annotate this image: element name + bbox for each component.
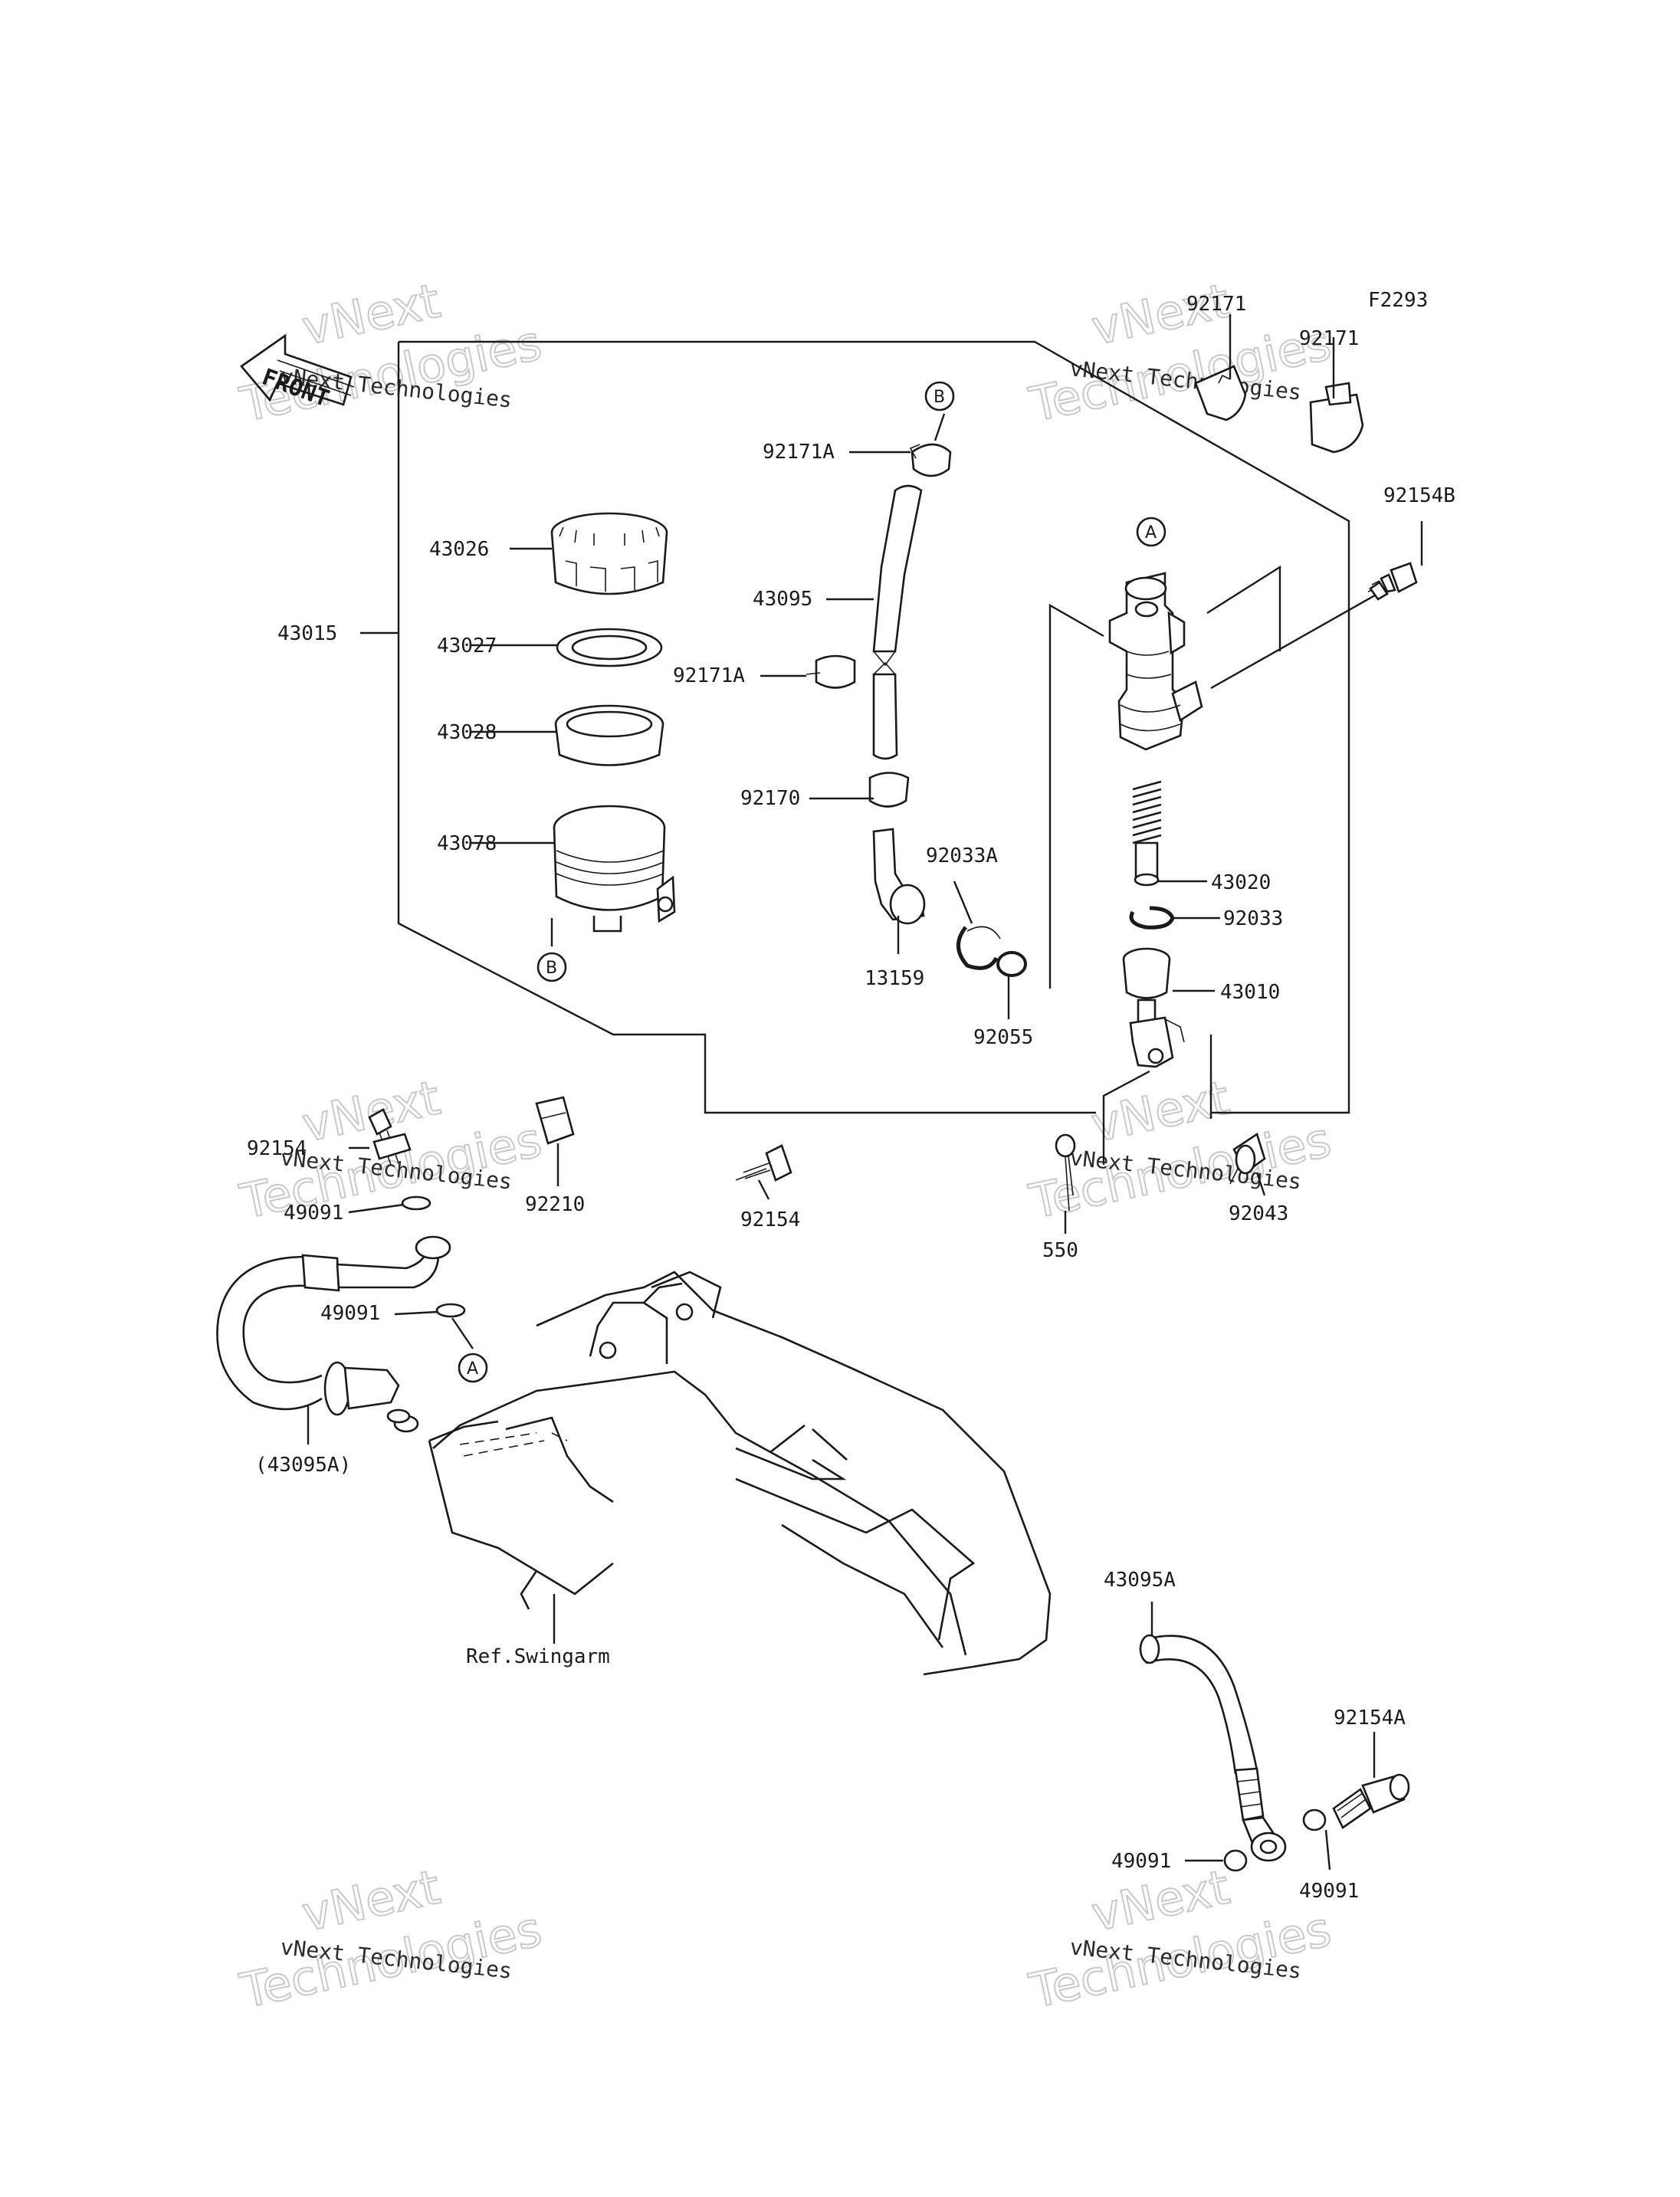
assembly-outline: [360, 340, 1350, 1114]
label-92154: 92154: [740, 1208, 800, 1231]
ref-circle-b-bottom: B: [536, 952, 567, 982]
ref-circle-a-bottom: A: [458, 1353, 488, 1383]
label-92171-b: 92171: [1299, 327, 1359, 350]
label-92154b: 92154B: [1383, 484, 1455, 507]
watermark-bottom-left: vNext Technologies vNext Technologies: [235, 1858, 547, 2020]
hose-clamp-top: [909, 443, 952, 477]
washer-49091-c: [1223, 1849, 1248, 1872]
ref-circle-b-top: B: [924, 381, 955, 412]
banjo-bolt-92154a: [1332, 1773, 1410, 1829]
reservoir-body: [553, 805, 676, 933]
master-cylinder: [1108, 572, 1203, 751]
watermark-top-right: vNext Technologies vNext Technologies: [1024, 272, 1337, 434]
clamp-92210: [535, 1096, 575, 1145]
label-92171a-mid: 92171A: [673, 664, 745, 687]
label-43028: 43028: [437, 721, 497, 744]
label-43020: 43020: [1211, 871, 1271, 894]
ref-circle-a-top: A: [1136, 516, 1166, 547]
label-92043: 92043: [1229, 1202, 1288, 1225]
diagram-code: F2293: [1368, 289, 1428, 312]
o-ring-92055: [996, 951, 1027, 977]
label-43095: 43095: [753, 588, 812, 611]
banjo-bolt-92154b: [1210, 562, 1418, 690]
watermark-top-left: vNext Technologies vNext Technologies: [235, 272, 547, 434]
label-43015: 43015: [277, 622, 337, 645]
diaphragm-plate: [556, 628, 663, 667]
label-92033a: 92033A: [926, 844, 998, 867]
circlip-92033: [1129, 906, 1175, 930]
watermark-bottom-right: vNext Technologies vNext Technologies: [1024, 1858, 1337, 2020]
label-550: 550: [1042, 1239, 1078, 1262]
brake-hose-right: [1139, 1634, 1287, 1862]
leader-lines: [307, 314, 1423, 1871]
cotter-pin: [1055, 1133, 1076, 1212]
label-92210: 92210: [525, 1193, 585, 1216]
label-92154a: 92154A: [1334, 1707, 1406, 1730]
label-92154-hose: 92154: [247, 1137, 307, 1160]
label-43027: 43027: [437, 635, 497, 657]
label-43095a-ref: (43095A): [255, 1454, 351, 1477]
svg-text:B: B: [934, 388, 945, 407]
label-92033: 92033: [1223, 907, 1283, 930]
clamp-92171-b: [1309, 382, 1364, 454]
svg-text:B: B: [546, 959, 557, 978]
breather-hose: [872, 484, 923, 760]
washer-49091-a: [401, 1195, 431, 1211]
banjo-bolt-hose: [368, 1108, 412, 1166]
label-13159: 13159: [865, 967, 924, 990]
master-cylinder-lines: [1048, 565, 1281, 989]
svg-text:A: A: [467, 1359, 478, 1379]
bolt-92154: [735, 1144, 792, 1182]
joint-pin: [1229, 1132, 1266, 1185]
washer-49091-b: [435, 1303, 466, 1318]
label-49091-d: 49091: [1299, 1880, 1359, 1903]
label-49091-a: 49091: [284, 1202, 343, 1225]
hose-clamp-lower: [868, 772, 910, 808]
brake-hose-left: [216, 1235, 451, 1424]
label-ref-swingarm: Ref.Swingarm: [466, 1645, 610, 1668]
svg-text:A: A: [1145, 523, 1157, 543]
label-43010: 43010: [1220, 981, 1280, 1004]
label-43026: 43026: [429, 538, 489, 561]
label-49091-c: 49091: [1111, 1850, 1171, 1873]
label-92170: 92170: [740, 787, 800, 810]
pin-leader: [1102, 1070, 1150, 1165]
washer-49091-d: [1302, 1808, 1327, 1831]
swingarm: [393, 1271, 1052, 1676]
label-43095a: 43095A: [1104, 1569, 1176, 1592]
circlip-92033a: [956, 926, 1001, 970]
diaphragm: [554, 704, 664, 766]
label-92171-a: 92171: [1186, 293, 1246, 316]
label-49091-b: 49091: [320, 1302, 380, 1325]
push-rod: [1122, 947, 1185, 1068]
label-92055: 92055: [973, 1026, 1033, 1049]
reservoir-cap: [550, 512, 668, 595]
hose-clamp-mid: [806, 654, 856, 689]
spring-piston: [1132, 780, 1162, 887]
label-92171a-top: 92171A: [763, 441, 835, 464]
clamp-92171-a: [1194, 365, 1247, 421]
hose-fitting: [872, 828, 926, 925]
label-43078: 43078: [437, 832, 497, 855]
